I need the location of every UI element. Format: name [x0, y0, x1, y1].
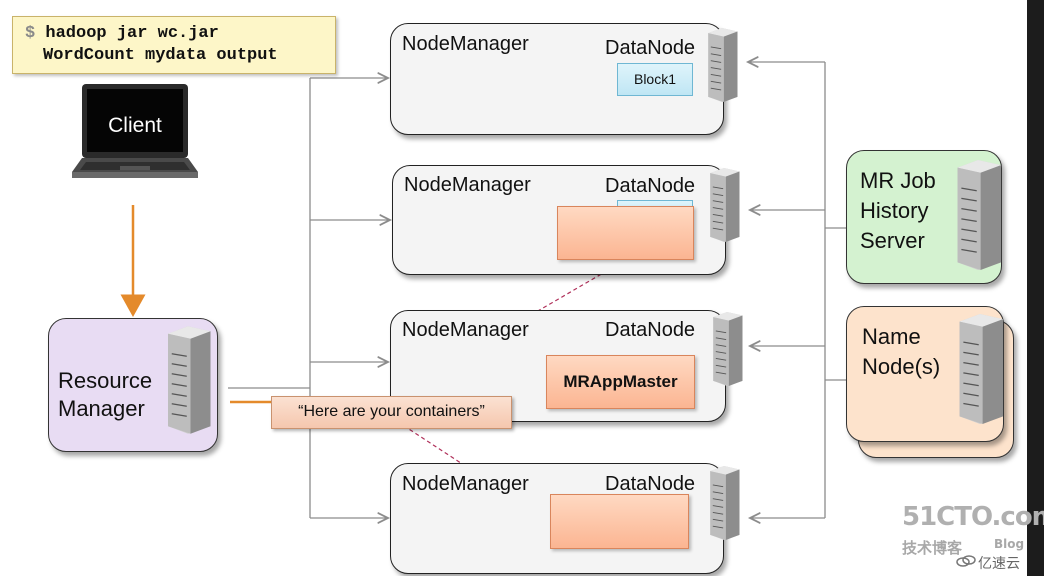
server-icon: [710, 168, 740, 242]
client-laptop: Client: [70, 82, 200, 194]
datanode-label-2: DataNode: [605, 175, 696, 197]
block1: Block1: [617, 63, 693, 96]
datanode-label-3: DataNode: [605, 319, 696, 341]
watermark-brand: 亿速云: [978, 556, 1020, 572]
client-label: Client: [108, 114, 162, 137]
nodemanager-label-4: NodeManager: [402, 473, 529, 495]
command-line-2: WordCount mydata output: [43, 46, 278, 65]
name-node-label-2: Node(s): [862, 354, 941, 379]
datanode-label-4: DataNode: [605, 473, 696, 495]
nodemanager-label-3: NodeManager: [402, 319, 529, 341]
prompt-symbol: $: [25, 24, 36, 43]
history-label-1: MR Job: [860, 168, 936, 193]
server-icon: [713, 312, 743, 386]
resource-manager-label-2: Manager: [58, 396, 145, 421]
nodemanager-label-2: NodeManager: [404, 174, 531, 196]
nodemanager-label-1: NodeManager: [402, 33, 529, 55]
watermark-sub: 技术博客: [902, 539, 963, 557]
history-label-2: History: [860, 198, 929, 223]
watermark-site: 51CTO.com: [902, 502, 1044, 532]
command-box: $ hadoop jar wc.jar WordCount mydata out…: [12, 16, 336, 74]
cloud-logo-icon: [956, 554, 976, 568]
containers-callout: “Here are your containers”: [271, 396, 512, 429]
datanode-label-1: DataNode: [605, 37, 696, 59]
name-node-label-1: Name: [862, 324, 921, 349]
server-icon: [168, 326, 211, 434]
server-icon: [957, 160, 1002, 270]
server-icon: [708, 28, 738, 102]
server-icon: [710, 466, 740, 540]
server-icon: [959, 314, 1004, 424]
resource-manager-label-1: Resource: [58, 368, 153, 393]
laptop-icon: [72, 84, 198, 178]
container-2: [557, 206, 694, 260]
right-edge-bar: [1027, 0, 1044, 576]
mrappmaster-box: MRAppMaster: [546, 355, 695, 409]
command-line-1: hadoop jar wc.jar: [45, 24, 219, 43]
container-4: [550, 494, 689, 549]
watermark-blog: Blog: [994, 537, 1025, 551]
history-label-3: Server: [860, 228, 925, 253]
